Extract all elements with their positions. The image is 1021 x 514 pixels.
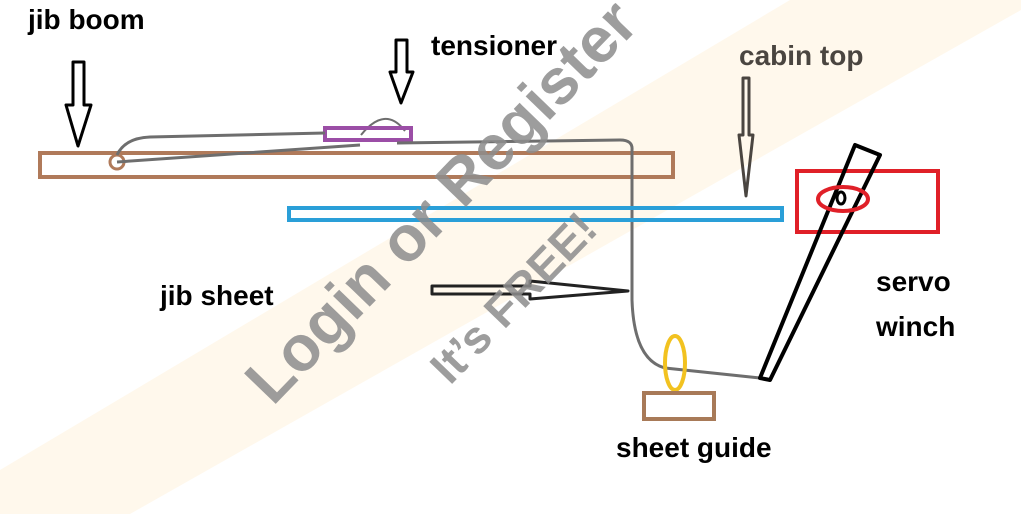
label-sheet-guide: sheet guide bbox=[616, 432, 772, 463]
label-tensioner: tensioner bbox=[431, 30, 558, 61]
sheet-line-upper bbox=[115, 131, 326, 156]
sheet-guide-ring bbox=[663, 334, 687, 392]
servo-eye bbox=[816, 185, 870, 213]
label-servo: servo bbox=[876, 266, 951, 297]
jib-sheet-arrow-icon bbox=[430, 279, 630, 301]
servo-box bbox=[795, 169, 940, 234]
cabin-top bbox=[287, 206, 784, 222]
label-cabin-top: cabin top bbox=[739, 40, 864, 71]
label-jib-boom: jib boom bbox=[28, 4, 145, 35]
jib-boom-arrow-icon bbox=[64, 60, 93, 148]
servo-winch-arm bbox=[758, 143, 882, 382]
sheet-line-lower bbox=[116, 143, 361, 164]
tensioner-arrow-icon bbox=[388, 38, 415, 105]
servo-pivot bbox=[835, 190, 847, 206]
jib-sheet-line bbox=[396, 138, 761, 380]
jib-boom bbox=[38, 151, 675, 179]
label-winch: winch bbox=[876, 311, 956, 342]
sheet-guide-block bbox=[642, 391, 716, 421]
tensioner bbox=[323, 126, 413, 142]
label-jib-sheet: jib sheet bbox=[160, 280, 274, 311]
cabin-top-arrow-icon bbox=[737, 76, 755, 198]
